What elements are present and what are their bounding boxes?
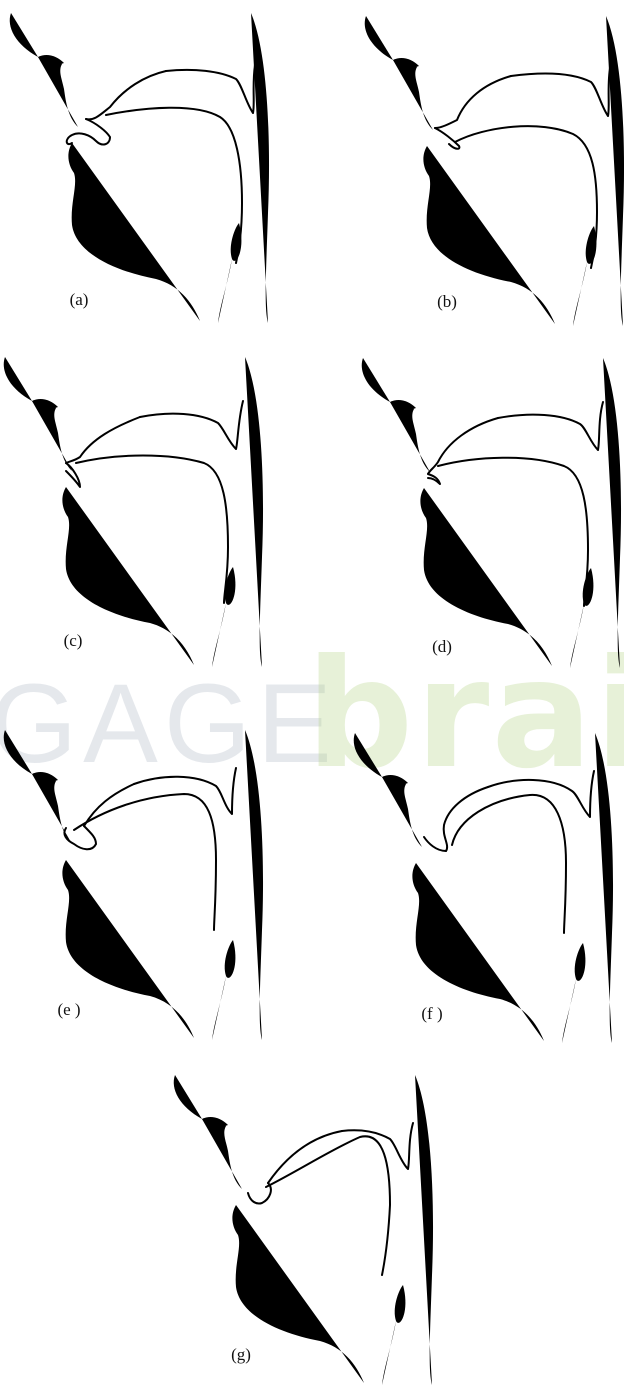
caption-b: (b) bbox=[437, 292, 457, 312]
diagram-e bbox=[0, 730, 270, 1040]
diagram-a bbox=[6, 13, 276, 323]
diagram-c bbox=[0, 357, 270, 667]
diagram-b bbox=[361, 16, 624, 326]
caption-f: (f ) bbox=[421, 1004, 442, 1024]
caption-a: (a) bbox=[70, 290, 89, 310]
diagram-d bbox=[358, 358, 624, 668]
diagram-f bbox=[350, 733, 620, 1043]
caption-d: (d) bbox=[432, 637, 452, 657]
caption-e: (e ) bbox=[57, 1000, 80, 1020]
caption-c: (c) bbox=[64, 631, 83, 651]
caption-g: (g) bbox=[231, 1345, 251, 1365]
diagram-g bbox=[170, 1075, 440, 1385]
